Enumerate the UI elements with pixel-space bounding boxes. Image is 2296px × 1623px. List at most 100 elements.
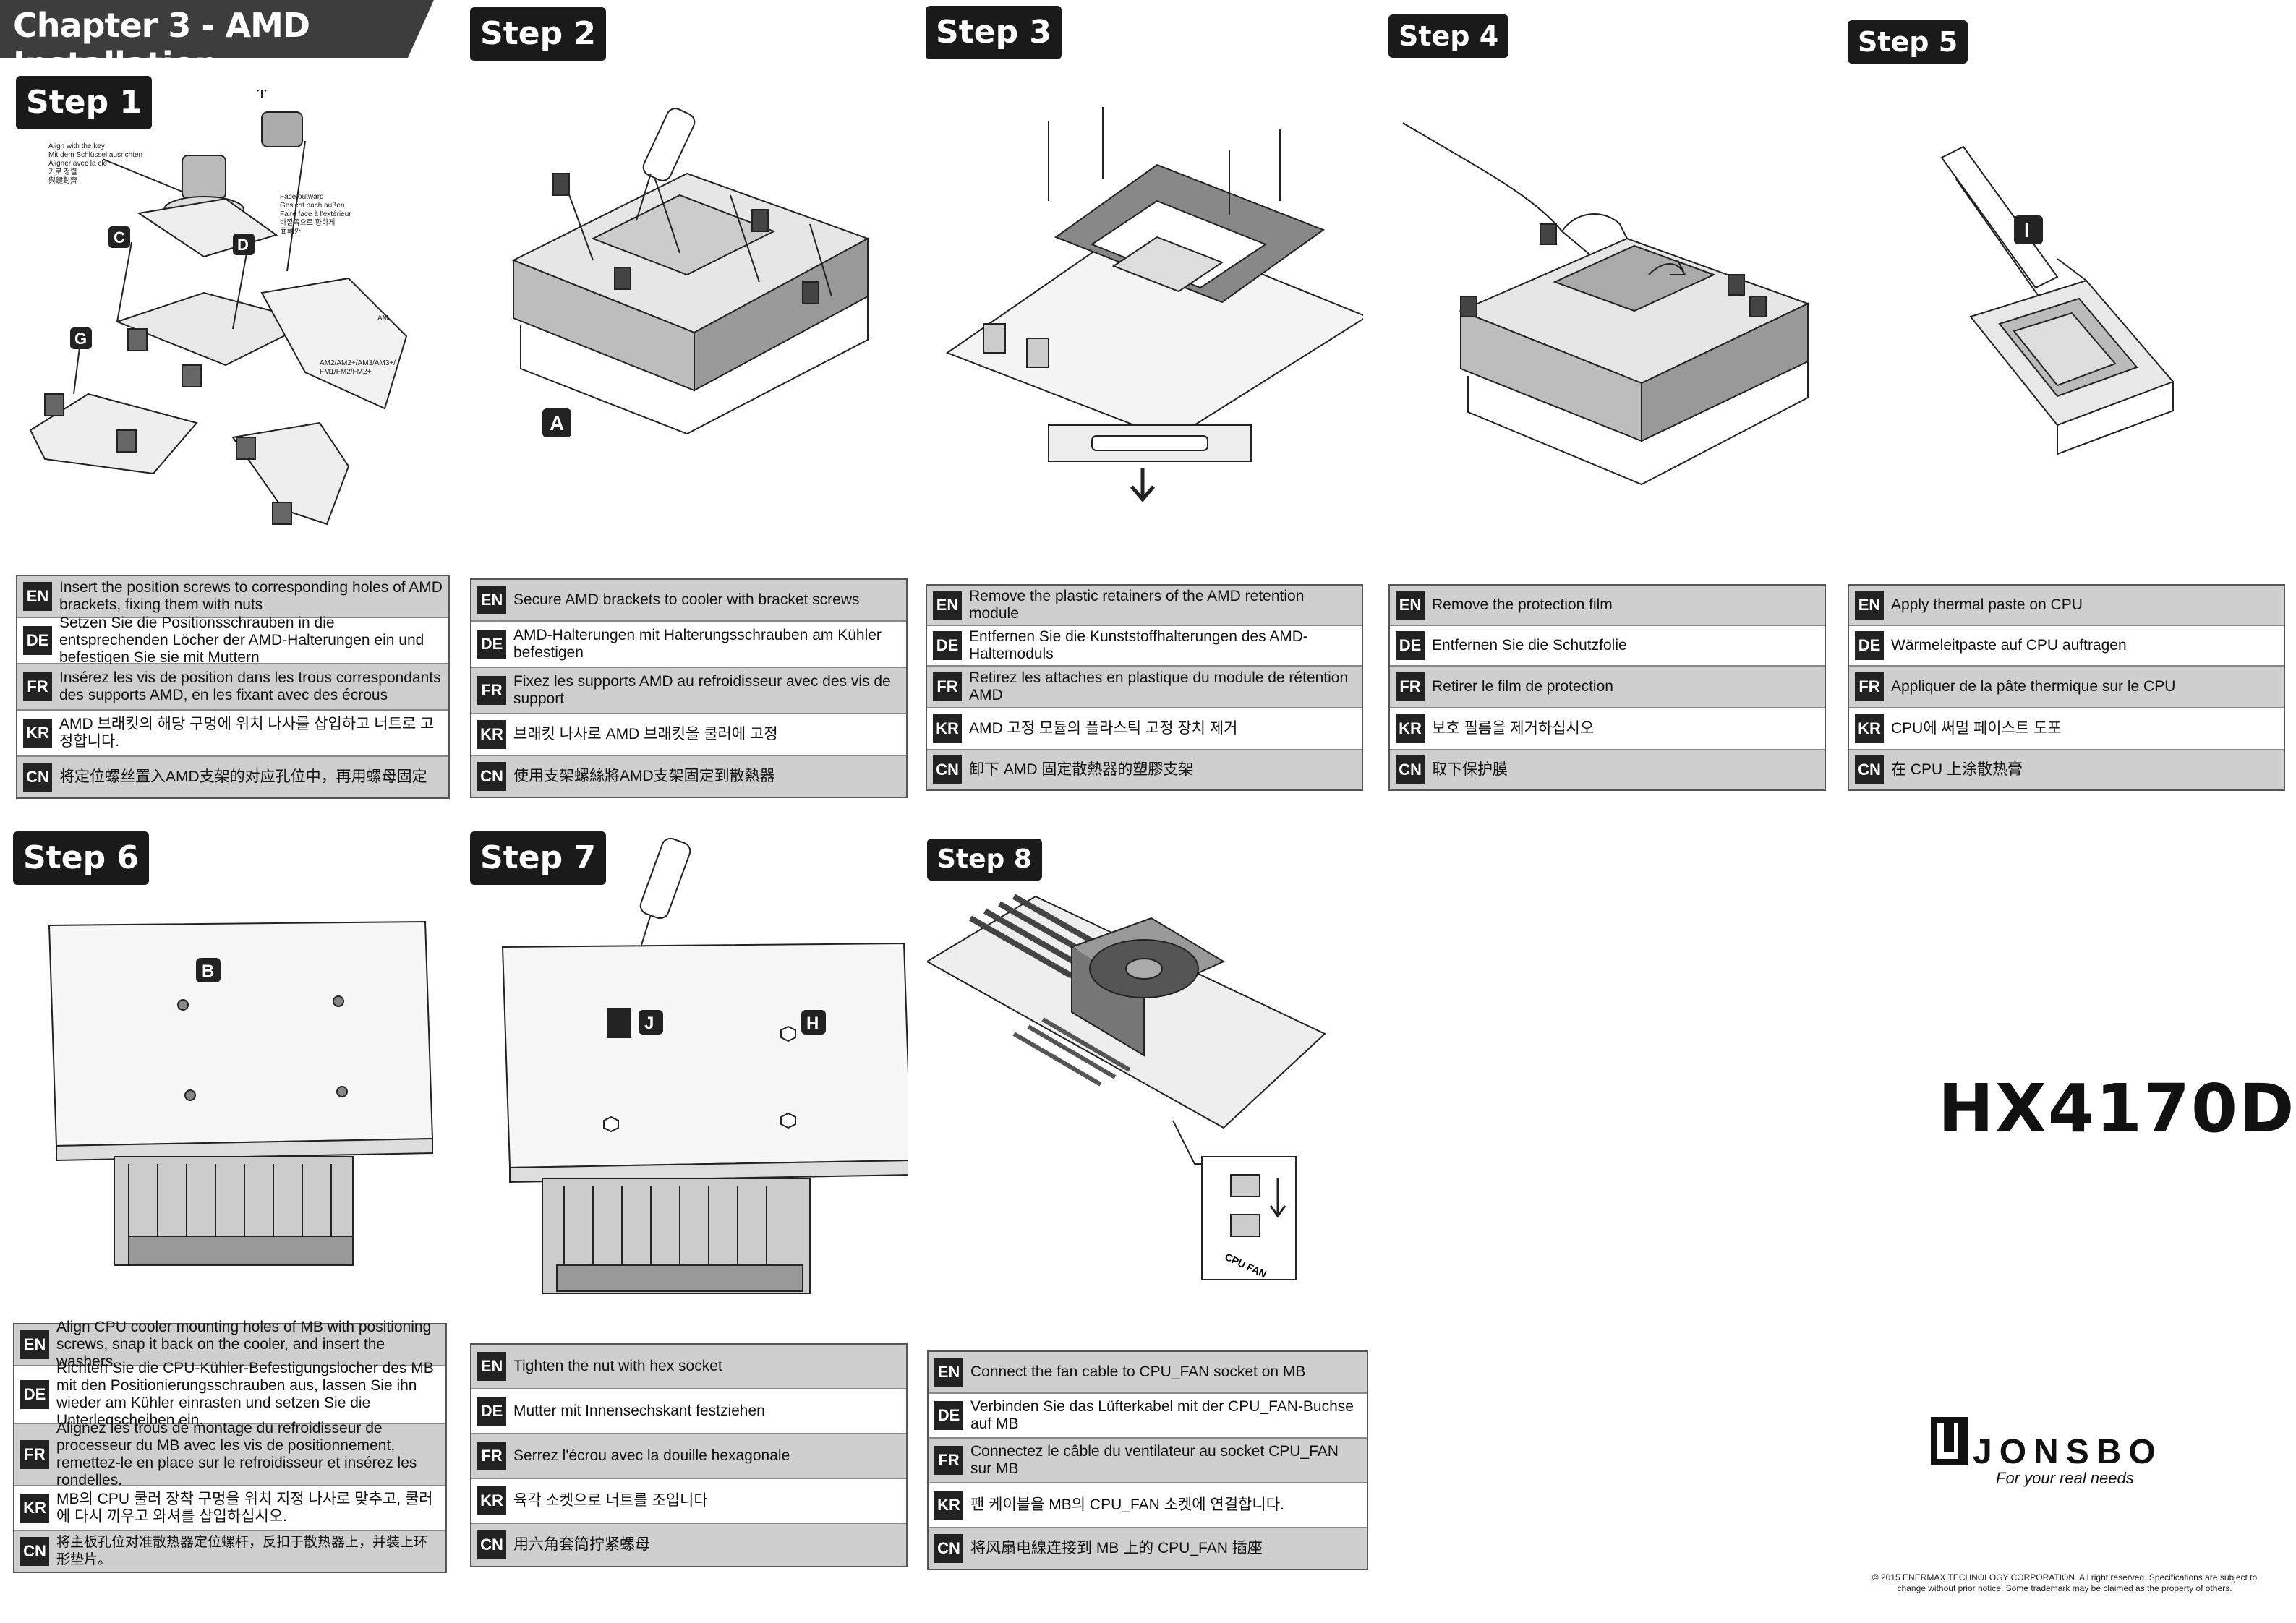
lang-code: EN xyxy=(477,586,506,614)
step-3-row-kr: KR AMD 고정 모듈의 플라스틱 고정 장치 제거 xyxy=(927,708,1362,750)
lang-code: EN xyxy=(20,1330,49,1359)
chapter-title: Chapter 3 - AMD Installation xyxy=(13,6,310,84)
instruction-text: Retirer le film de protection xyxy=(1432,678,1613,695)
label-c: C xyxy=(114,228,125,247)
lang-code: CN xyxy=(1855,755,1884,784)
copyright: © 2015 ENERMAX TECHNOLOGY CORPORATION. A… xyxy=(1844,1572,2285,1594)
lang-code: KR xyxy=(933,714,962,743)
brand-name: JONSBO xyxy=(1973,1433,2163,1471)
lang-code: KR xyxy=(23,719,52,748)
instruction-text: Serrez l'écrou avec la douille hexagonal… xyxy=(513,1447,790,1464)
step-1-badge: Step 1 xyxy=(16,76,152,129)
step-3-badge: Step 3 xyxy=(926,6,1062,59)
step-2-illustration: A xyxy=(511,108,870,437)
lang-code: FR xyxy=(477,1442,506,1470)
instruction-text: Retirez les attaches en plastique du mod… xyxy=(969,669,1349,703)
lang-code: FR xyxy=(23,672,52,701)
lang-code: FR xyxy=(477,676,506,705)
lang-code: FR xyxy=(20,1440,49,1469)
label-i: I xyxy=(2024,219,2030,241)
instruction-text: Richten Sie die CPU-Kühler-Befestigungsl… xyxy=(56,1360,434,1429)
instruction-text: Tighten the nut with hex socket xyxy=(513,1358,722,1374)
instruction-text: Align CPU cooler mounting holes of MB wi… xyxy=(56,1319,432,1370)
step-7-row-fr: FR Serrez l'écrou avec la douille hexagon… xyxy=(471,1434,906,1479)
instruction-text: Appliquer de la pâte thermique sur le CP… xyxy=(1891,678,2176,695)
step-4-badge: Step 4 xyxy=(1388,14,1509,58)
step-5-illustration: I xyxy=(1940,145,2175,455)
lang-code: KR xyxy=(1396,714,1425,743)
instruction-text: Remove the plastic retainers of the AMD … xyxy=(969,588,1305,622)
instruction-text: Verbinden Sie das Lüfterkabel mit der CP… xyxy=(970,1398,1354,1432)
step-2-row-en: EN Secure AMD brackets to cooler with bra… xyxy=(471,580,906,622)
lang-code: FR xyxy=(1855,672,1884,701)
lang-code: DE xyxy=(933,631,962,660)
align-key-kr: 키로 정렬 xyxy=(48,167,77,176)
lang-code: DE xyxy=(1855,631,1884,660)
face-outward-cn: 面朝外 xyxy=(280,227,302,236)
lang-code: EN xyxy=(934,1358,963,1387)
lang-code: EN xyxy=(1396,591,1425,620)
lang-code: CN xyxy=(1396,755,1425,784)
step-5-row-fr: FR Appliquer de la pâte thermique sur le … xyxy=(1849,667,2284,708)
instruction-text: 보호 필름을 제거하십시오 xyxy=(1432,720,1595,737)
amd-sockets-line1: AM2/AM2+/AM3/AM3+/ xyxy=(320,359,396,367)
amd-mark: AM xyxy=(377,314,388,322)
step-3-illustration xyxy=(945,107,1363,502)
step-1: Step 1 Align with the key Mit xyxy=(16,76,450,799)
step-1-illustration: Align with the key Mit dem Schlüssel aus… xyxy=(29,90,408,526)
lang-code: KR xyxy=(477,720,506,749)
lang-code: CN xyxy=(477,762,506,791)
step-6-badge: Step 6 xyxy=(13,831,149,885)
instruction-text: 팬 케이블을 MB의 CPU_FAN 소켓에 연결합니다. xyxy=(970,1496,1284,1513)
face-outward-de: Gesicht nach außen xyxy=(280,202,345,210)
face-outward-fr: Faire face à l'extérieur xyxy=(280,210,351,218)
label-b: B xyxy=(202,962,214,981)
lang-code: DE xyxy=(934,1401,963,1430)
lang-code: DE xyxy=(20,1380,49,1409)
label-d: D xyxy=(237,236,249,254)
instruction-text: Fixez les supports AMD au refroidisseur … xyxy=(513,673,891,707)
instruction-text: AMD 고정 모듈의 플라스틱 고정 장치 제거 xyxy=(969,720,1238,737)
lang-code: EN xyxy=(23,582,52,611)
step-2-row-kr: KR 브래킷 나사로 AMD 브래킷을 쿨러에 고정 xyxy=(471,714,906,756)
jonsbo-logo: JONSBO For your real needs xyxy=(1931,1417,2163,1487)
lang-code: KR xyxy=(1855,714,1884,743)
lang-code: EN xyxy=(1855,591,1884,620)
instruction-text: Insert the position screws to correspond… xyxy=(59,579,443,613)
label-a: A xyxy=(550,412,564,434)
align-key-en: Align with the key xyxy=(48,142,105,150)
instruction-text: 将定位螺丝置入AMD支架的对应孔位中，再用螺母固定 xyxy=(59,768,427,785)
step-6-illustration: B xyxy=(48,920,434,1266)
instruction-text: Alignez les trous de montage du refroidi… xyxy=(56,1420,417,1489)
step-4-illustration xyxy=(1402,122,1810,486)
label-g: G xyxy=(74,330,87,348)
instruction-text: 在 CPU 上涂散热膏 xyxy=(1891,761,2023,778)
lang-code: DE xyxy=(477,1397,506,1426)
step-8-badge: Step 8 xyxy=(927,839,1042,881)
instruction-text: 브래킷 나사로 AMD 브래킷을 쿨러에 고정 xyxy=(513,726,778,742)
label-h: H xyxy=(806,1014,819,1033)
step-2-badge: Step 2 xyxy=(470,7,606,61)
lang-code: FR xyxy=(933,672,962,701)
instruction-text: Insérez les vis de position dans les tro… xyxy=(59,669,441,703)
step-2-instructions: EN Secure AMD brackets to cooler with bra… xyxy=(470,578,908,798)
lang-code: CN xyxy=(477,1530,506,1559)
instruction-text: Secure AMD brackets to cooler with brack… xyxy=(513,591,860,608)
